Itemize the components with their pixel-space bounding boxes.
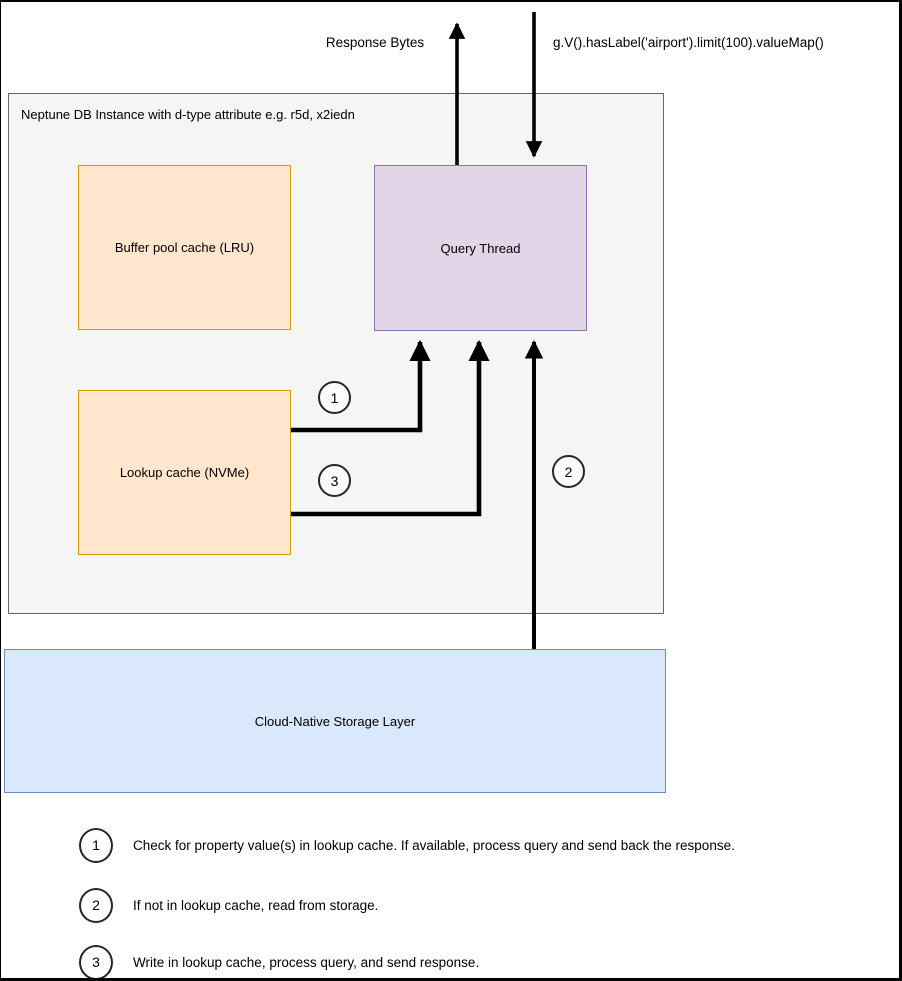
legend-3-text: Write in lookup cache, process query, an… xyxy=(133,954,480,970)
legend-3-badge: 3 xyxy=(79,944,113,978)
lookup-cache-box: Lookup cache (NVMe) xyxy=(78,390,291,555)
storage-layer-box: Cloud-Native Storage Layer xyxy=(4,649,666,793)
legend-item-3: 3 Write in lookup cache, process query, … xyxy=(79,944,480,978)
legend-2-text: If not in lookup cache, read from storag… xyxy=(133,897,379,913)
step-1-badge: 1 xyxy=(318,381,351,414)
neptune-instance-label: Neptune DB Instance with d-type attribut… xyxy=(21,107,355,122)
legend-item-1: 1 Check for property value(s) in lookup … xyxy=(79,827,735,863)
legend-1-text: Check for property value(s) in lookup ca… xyxy=(133,837,735,853)
step-3-badge: 3 xyxy=(318,464,351,497)
buffer-pool-cache-box: Buffer pool cache (LRU) xyxy=(78,165,291,330)
legend-1-badge: 1 xyxy=(79,827,113,863)
query-thread-box: Query Thread xyxy=(374,165,587,331)
gremlin-query-label: g.V().hasLabel('airport').limit(100).val… xyxy=(553,35,824,50)
response-bytes-label: Response Bytes xyxy=(325,35,425,50)
legend-2-badge: 2 xyxy=(79,887,113,923)
legend-item-2: 2 If not in lookup cache, read from stor… xyxy=(79,887,378,923)
step-2-badge: 2 xyxy=(552,455,585,488)
